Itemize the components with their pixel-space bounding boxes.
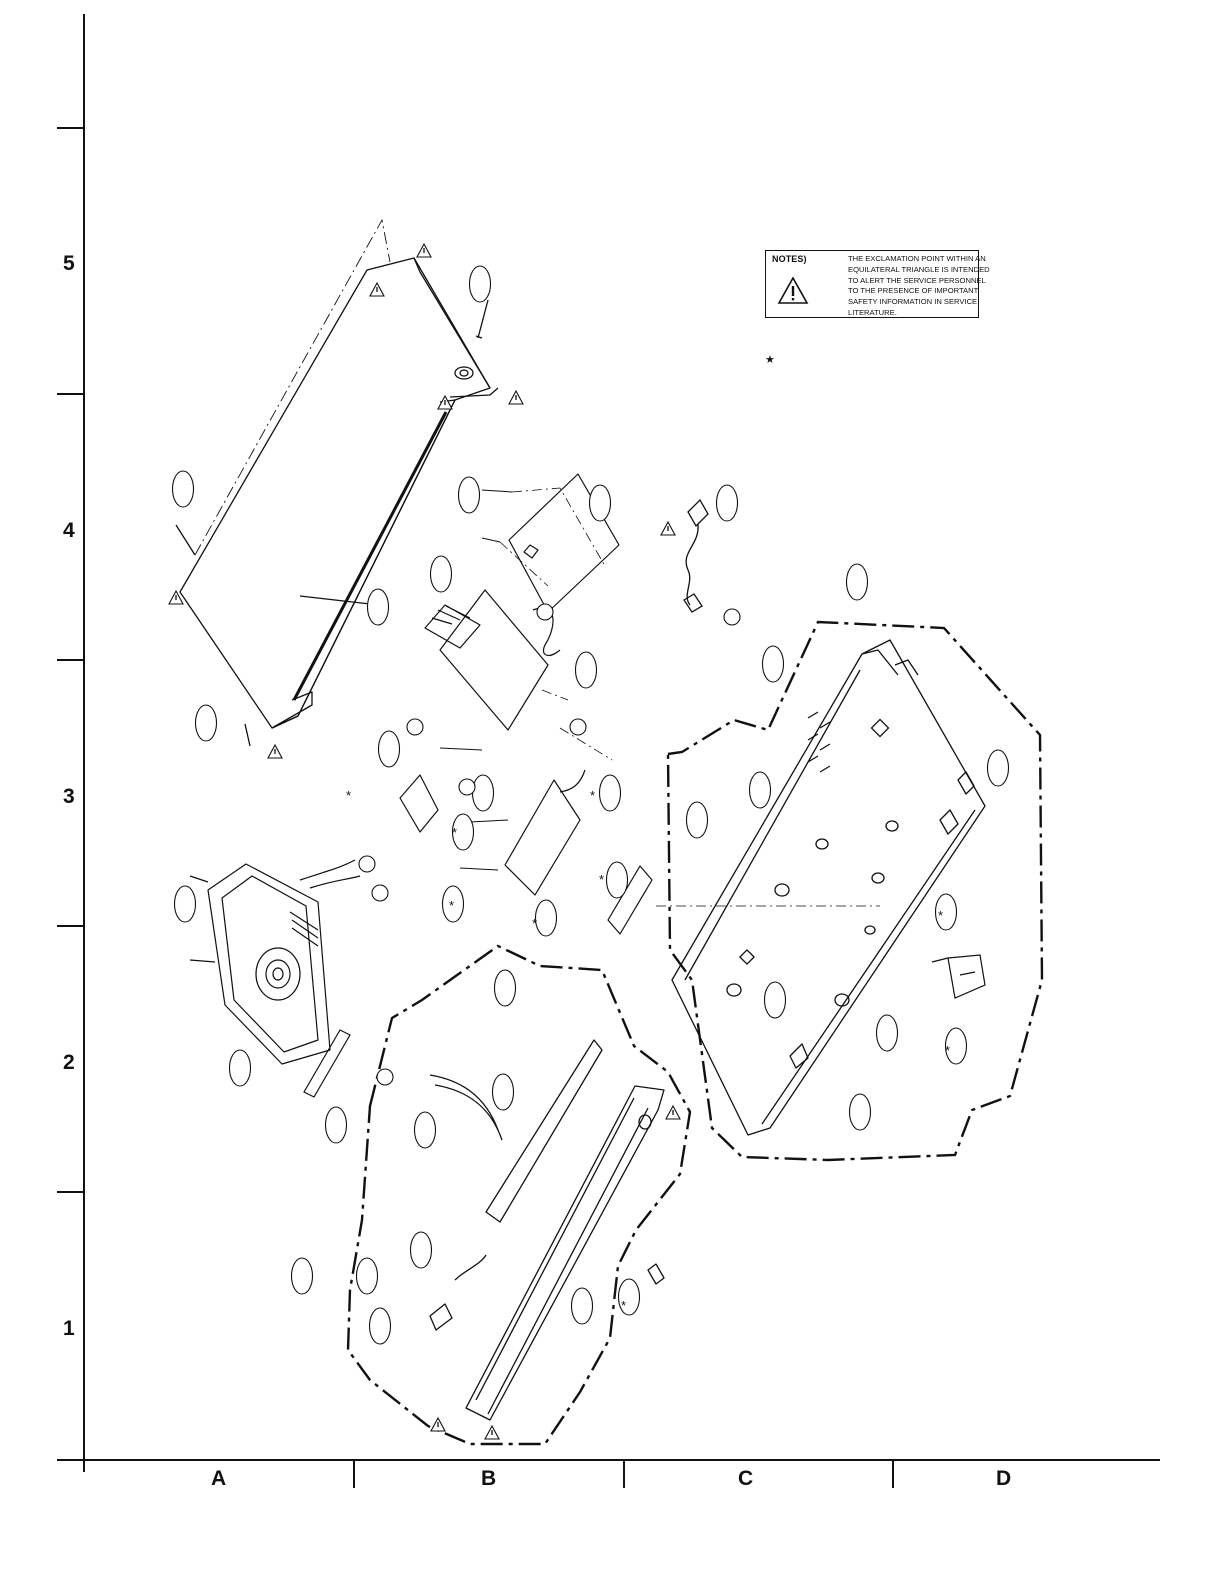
chassis-bracket xyxy=(932,955,985,998)
exclamation-triangle-icon xyxy=(370,283,384,296)
connection-markers xyxy=(359,604,740,1085)
power-cord xyxy=(684,500,708,612)
part-callout-bubble xyxy=(431,556,452,592)
part-callout-bubble xyxy=(175,886,196,922)
connection-marker xyxy=(359,856,375,872)
part-callout-bubble xyxy=(687,802,708,838)
column-label-b: B xyxy=(481,1467,496,1490)
part-callout-bubble xyxy=(717,485,738,521)
column-labels: A B C D xyxy=(211,1467,1011,1490)
exclamation-triangle-icon xyxy=(417,244,431,257)
callout-marker: * xyxy=(449,898,454,913)
row-label-2: 2 xyxy=(63,1051,75,1074)
exclamation-triangle-icon xyxy=(666,1106,680,1119)
callout-marker: * xyxy=(346,788,351,803)
notes-line: SAFETY INFORMATION IN SERVICE xyxy=(848,297,978,308)
part-callout-bubble xyxy=(877,1015,898,1051)
part-callout-bubble xyxy=(173,471,194,507)
top-cover-guide xyxy=(195,220,390,555)
callout-marker: * xyxy=(621,1298,626,1313)
part-callout-bubble xyxy=(763,646,784,682)
exclamation-triangle-icon xyxy=(431,1418,445,1431)
part-callout-bubble xyxy=(850,1094,871,1130)
connection-marker xyxy=(372,885,388,901)
connection-marker xyxy=(570,719,586,735)
column-label-a: A xyxy=(211,1467,226,1490)
part-callout-bubble xyxy=(988,750,1009,786)
callout-marker: * xyxy=(945,1043,950,1058)
column-label-d: D xyxy=(996,1467,1011,1490)
part-callout-bubble xyxy=(590,485,611,521)
callout-markers: * * * * * * * * * xyxy=(346,788,950,1313)
part-callout-bubble xyxy=(536,900,557,936)
exclamation-triangle-icon xyxy=(509,391,523,404)
disc-mechanism xyxy=(190,860,360,1097)
part-callout-bubble xyxy=(847,564,868,600)
notes-line: TO THE PRESENCE OF IMPORTANT xyxy=(848,286,978,297)
column-label-c: C xyxy=(738,1467,753,1490)
part-callout-bubble xyxy=(379,731,400,767)
notes-line: LITERATURE. xyxy=(848,308,978,319)
assembly-groups xyxy=(348,622,1042,1444)
part-callout-bubble xyxy=(196,705,217,741)
part-callout-bubble xyxy=(292,1258,313,1294)
board-screws xyxy=(440,490,512,870)
row-labels: 5 4 3 2 1 xyxy=(63,252,75,1340)
callout-marker: * xyxy=(532,916,537,931)
row-label-5: 5 xyxy=(63,252,75,275)
front-panel-assembly xyxy=(430,1040,664,1420)
callout-marker: * xyxy=(452,825,457,840)
row-label-3: 3 xyxy=(63,785,75,808)
connection-marker xyxy=(724,609,740,625)
part-callout-bubble xyxy=(415,1112,436,1148)
part-callout-bubble xyxy=(600,775,621,811)
connection-marker xyxy=(537,604,553,620)
callout-marker: * xyxy=(599,872,604,887)
notes-text: THE EXCLAMATION POINT WITHIN AN EQUILATE… xyxy=(848,254,978,319)
part-callout-bubble xyxy=(493,1074,514,1110)
row-label-4: 4 xyxy=(63,519,75,542)
exclamation-triangle-icon xyxy=(661,522,675,535)
exclamation-triangle-icon xyxy=(485,1426,499,1439)
safety-notes-box: NOTES) THE EXCLAMATION POINT WITHIN AN E… xyxy=(765,250,979,318)
notes-line: EQUILATERAL TRIANGLE IS INTENDED xyxy=(848,265,978,276)
part-callout-bubble xyxy=(470,266,491,302)
notes-line: THE EXCLAMATION POINT WITHIN AN xyxy=(848,254,978,265)
part-callout-bubble xyxy=(357,1258,378,1294)
part-callout-bubble xyxy=(473,775,494,811)
part-callout-bubble xyxy=(459,477,480,513)
callout-marker: * xyxy=(938,908,943,923)
connection-marker xyxy=(377,1069,393,1085)
exclamation-triangle-icon xyxy=(777,276,809,305)
connection-marker xyxy=(407,719,423,735)
part-callout-bubble xyxy=(230,1050,251,1086)
part-callout-bubble xyxy=(572,1288,593,1324)
part-callout-bubble xyxy=(750,772,771,808)
exclamation-triangle-icon xyxy=(268,745,282,758)
callout-marker: * xyxy=(590,788,595,803)
part-callout-bubble xyxy=(411,1232,432,1268)
part-callout-bubble xyxy=(495,970,516,1006)
row-label-1: 1 xyxy=(63,1317,75,1340)
notes-line: TO ALERT THE SERVICE PERSONNEL xyxy=(848,276,978,287)
notes-heading: NOTES) xyxy=(772,254,807,264)
part-callout-bubble xyxy=(607,862,628,898)
part-callout-bubble xyxy=(370,1308,391,1344)
part-callout-bubble xyxy=(576,652,597,688)
part-callout-bubble xyxy=(368,589,389,625)
connection-marker xyxy=(459,779,475,795)
main-chassis xyxy=(672,640,985,1135)
part-callout-bubble xyxy=(326,1107,347,1143)
part-callout-bubble xyxy=(765,982,786,1018)
star-marker: ★ xyxy=(765,355,775,366)
